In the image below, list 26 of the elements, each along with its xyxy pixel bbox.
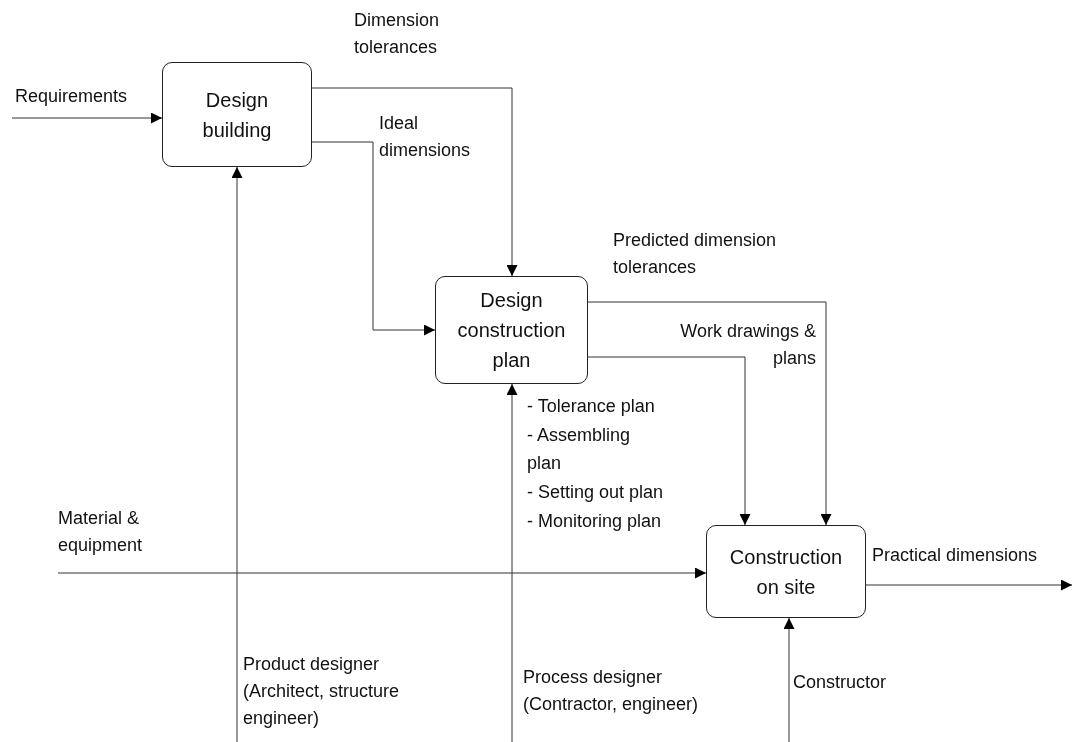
arrow [11,112,163,124]
box-label: Construction on site [728,544,844,600]
process-box [162,62,312,167]
box-label: Design building [201,87,273,143]
edge-label: Material & equipment [58,507,144,557]
arrow [506,383,518,742]
arrow [57,567,707,579]
edge-label: Requirements [15,85,128,108]
edge-label: Practical dimensions [872,544,1038,567]
process-box [435,276,588,384]
arrow [865,579,1073,591]
edge-label: Dimension tolerances [354,9,441,59]
arrow [587,356,751,526]
edge-label: Product designer (Architect, structure engineer) [243,653,401,730]
edge-label: Process designer (Contractor, engineer) [523,666,700,716]
arrow [311,87,518,277]
arrow [587,301,832,526]
process-box [706,525,866,618]
arrow [231,166,243,742]
arrow [311,141,436,336]
edge-label: Ideal dimensions [379,112,472,162]
edge-label: Predicted dimension tolerances [613,229,778,279]
edge-label: Work drawings & plans [679,320,816,370]
edge-label: Constructor [793,671,887,694]
box-label: Design construction plan [456,288,567,373]
arrow [783,617,795,742]
